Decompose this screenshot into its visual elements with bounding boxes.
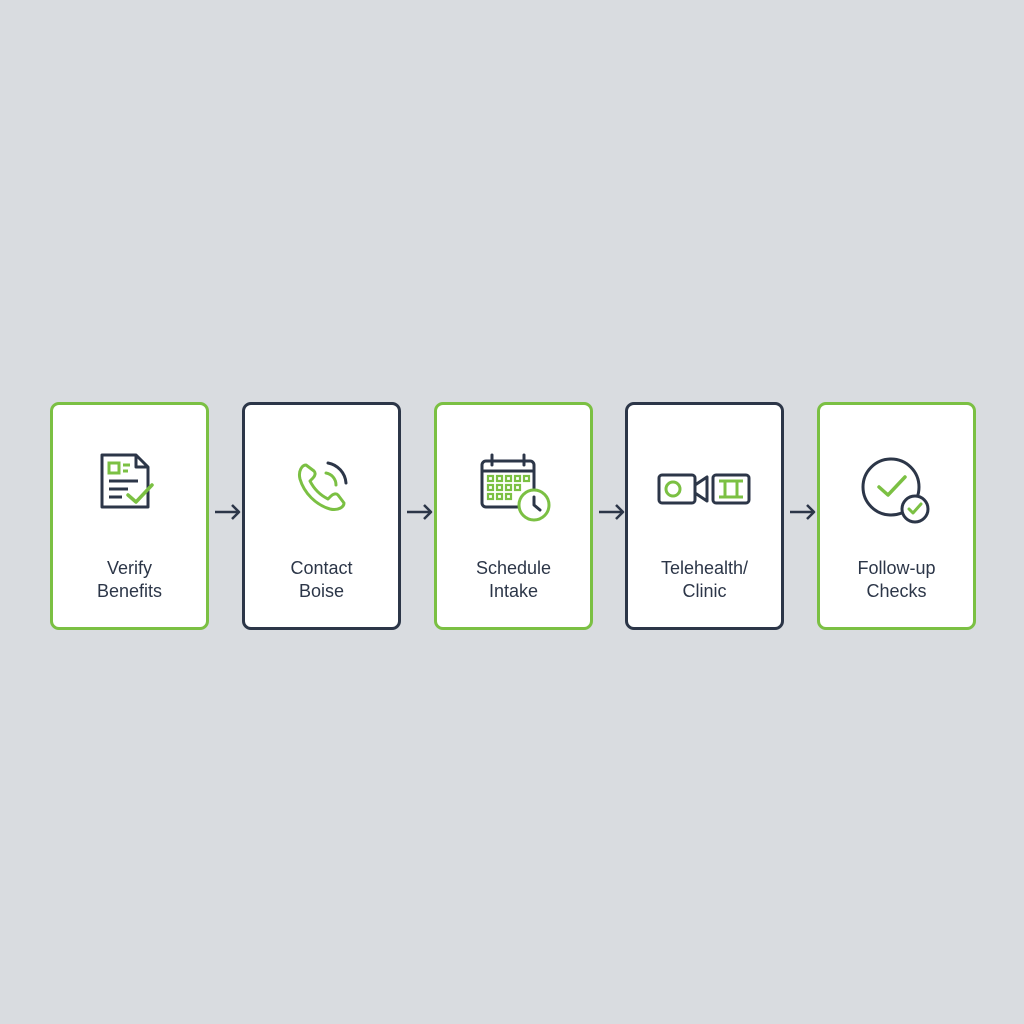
right-arrow-icon (405, 500, 435, 524)
step-label-line2: Clinic (682, 581, 727, 601)
step-card-verify-benefits: Verify Benefits (50, 402, 209, 630)
step-card-contact-boise: Contact Boise (242, 402, 401, 630)
right-arrow-icon (788, 500, 818, 524)
step-label-line1: Follow-up (857, 558, 936, 578)
check-circle-icon (855, 449, 939, 533)
right-arrow-icon (597, 500, 627, 524)
step-label-line2: Benefits (96, 581, 163, 601)
calendar-clock-icon (472, 449, 556, 533)
step-label-line1: Contact (290, 558, 353, 578)
phone-icon (280, 449, 364, 533)
step-card-schedule-intake: Schedule Intake (434, 402, 593, 630)
video-clinic-icon (653, 449, 757, 533)
step-label: Telehealth/ Clinic (628, 557, 781, 603)
step-card-telehealth-clinic: Telehealth/ Clinic (625, 402, 784, 630)
step-label: Contact Boise (245, 557, 398, 603)
step-label-line1: Telehealth/ (660, 558, 749, 578)
document-check-icon (88, 449, 172, 533)
step-label-line2: Intake (488, 581, 539, 601)
step-label: Schedule Intake (437, 557, 590, 603)
step-label-line1: Schedule (475, 558, 552, 578)
step-label: Verify Benefits (53, 557, 206, 603)
right-arrow-icon (213, 500, 243, 524)
step-label-line1: Verify (106, 558, 153, 578)
step-label: Follow-up Checks (820, 557, 973, 603)
step-card-follow-up-checks: Follow-up Checks (817, 402, 976, 630)
step-label-line2: Checks (866, 581, 927, 601)
step-label-line2: Boise (298, 581, 345, 601)
